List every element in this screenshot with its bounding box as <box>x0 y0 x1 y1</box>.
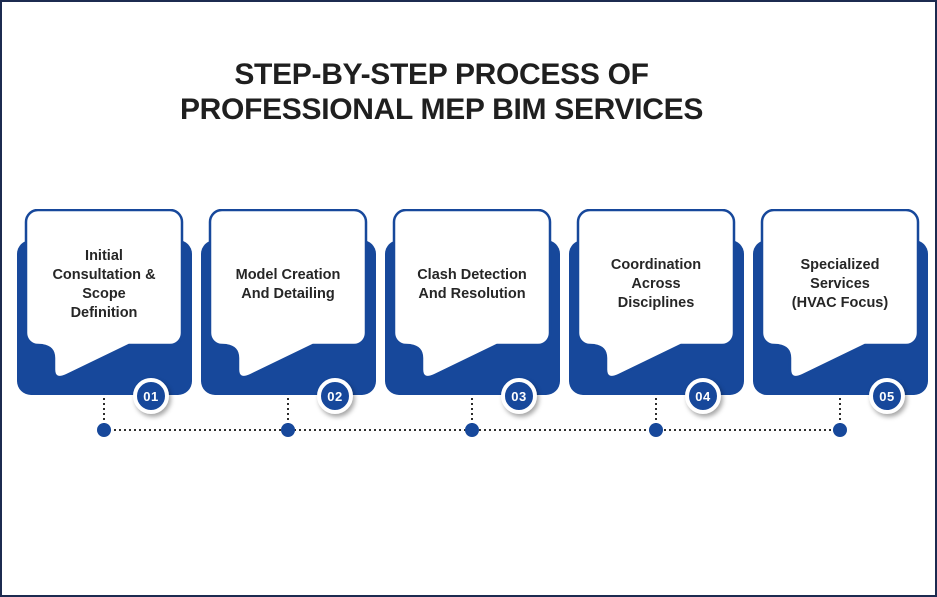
step-label: Coordination Across Disciplines <box>610 257 702 311</box>
speech-bubble-shape <box>17 209 192 395</box>
step-label: Model Creation And Detailing <box>235 266 341 302</box>
step-number: 04 <box>695 388 711 404</box>
speech-bubble-shape <box>385 209 560 395</box>
dotted-connector-vertical <box>655 398 657 426</box>
dotted-connector-vertical <box>471 398 473 426</box>
step-number-badge: 02 <box>317 378 353 414</box>
step-card-1: Initial Consultation & Scope Definition … <box>17 209 201 439</box>
bubble-front-panel <box>208 209 368 379</box>
dotted-connector-vertical <box>103 398 105 426</box>
step-number: 02 <box>327 388 343 404</box>
step-card-2: Model Creation And Detailing 02 <box>201 209 385 439</box>
step-label: Initial Consultation & Scope Definition <box>52 247 156 321</box>
bubble-front-panel <box>392 209 552 379</box>
step-number: 01 <box>143 388 159 404</box>
timeline-dot-1 <box>97 423 111 437</box>
dotted-connector-vertical <box>839 398 841 426</box>
step-number-badge: 04 <box>685 378 721 414</box>
timeline-dot-2 <box>281 423 295 437</box>
step-number: 05 <box>879 388 895 404</box>
step-number-badge: 05 <box>869 378 905 414</box>
step-card-3: Clash Detection And Resolution 03 <box>385 209 569 439</box>
timeline-dot-4 <box>649 423 663 437</box>
bubble-front-panel <box>576 209 736 379</box>
bubble-front-panel <box>24 209 184 379</box>
timeline-dot-5 <box>833 423 847 437</box>
speech-bubble-shape <box>201 209 376 395</box>
speech-bubble-shape <box>753 209 928 395</box>
step-card-5: Specialized Services (HVAC Focus) 05 <box>753 209 937 439</box>
step-label: Specialized Services (HVAC Focus) <box>791 257 889 311</box>
step-number-badge: 01 <box>133 378 169 414</box>
bubble-front-panel <box>760 209 920 379</box>
step-card-4: Coordination Across Disciplines 04 <box>569 209 753 439</box>
page-title: STEP-BY-STEP PROCESS OF PROFESSIONAL MEP… <box>179 58 704 126</box>
dotted-connector-vertical <box>287 398 289 426</box>
step-label: Clash Detection And Resolution <box>417 266 527 302</box>
step-number-badge: 03 <box>501 378 537 414</box>
step-number: 03 <box>511 388 527 404</box>
speech-bubble-shape <box>569 209 744 395</box>
timeline-dot-3 <box>465 423 479 437</box>
